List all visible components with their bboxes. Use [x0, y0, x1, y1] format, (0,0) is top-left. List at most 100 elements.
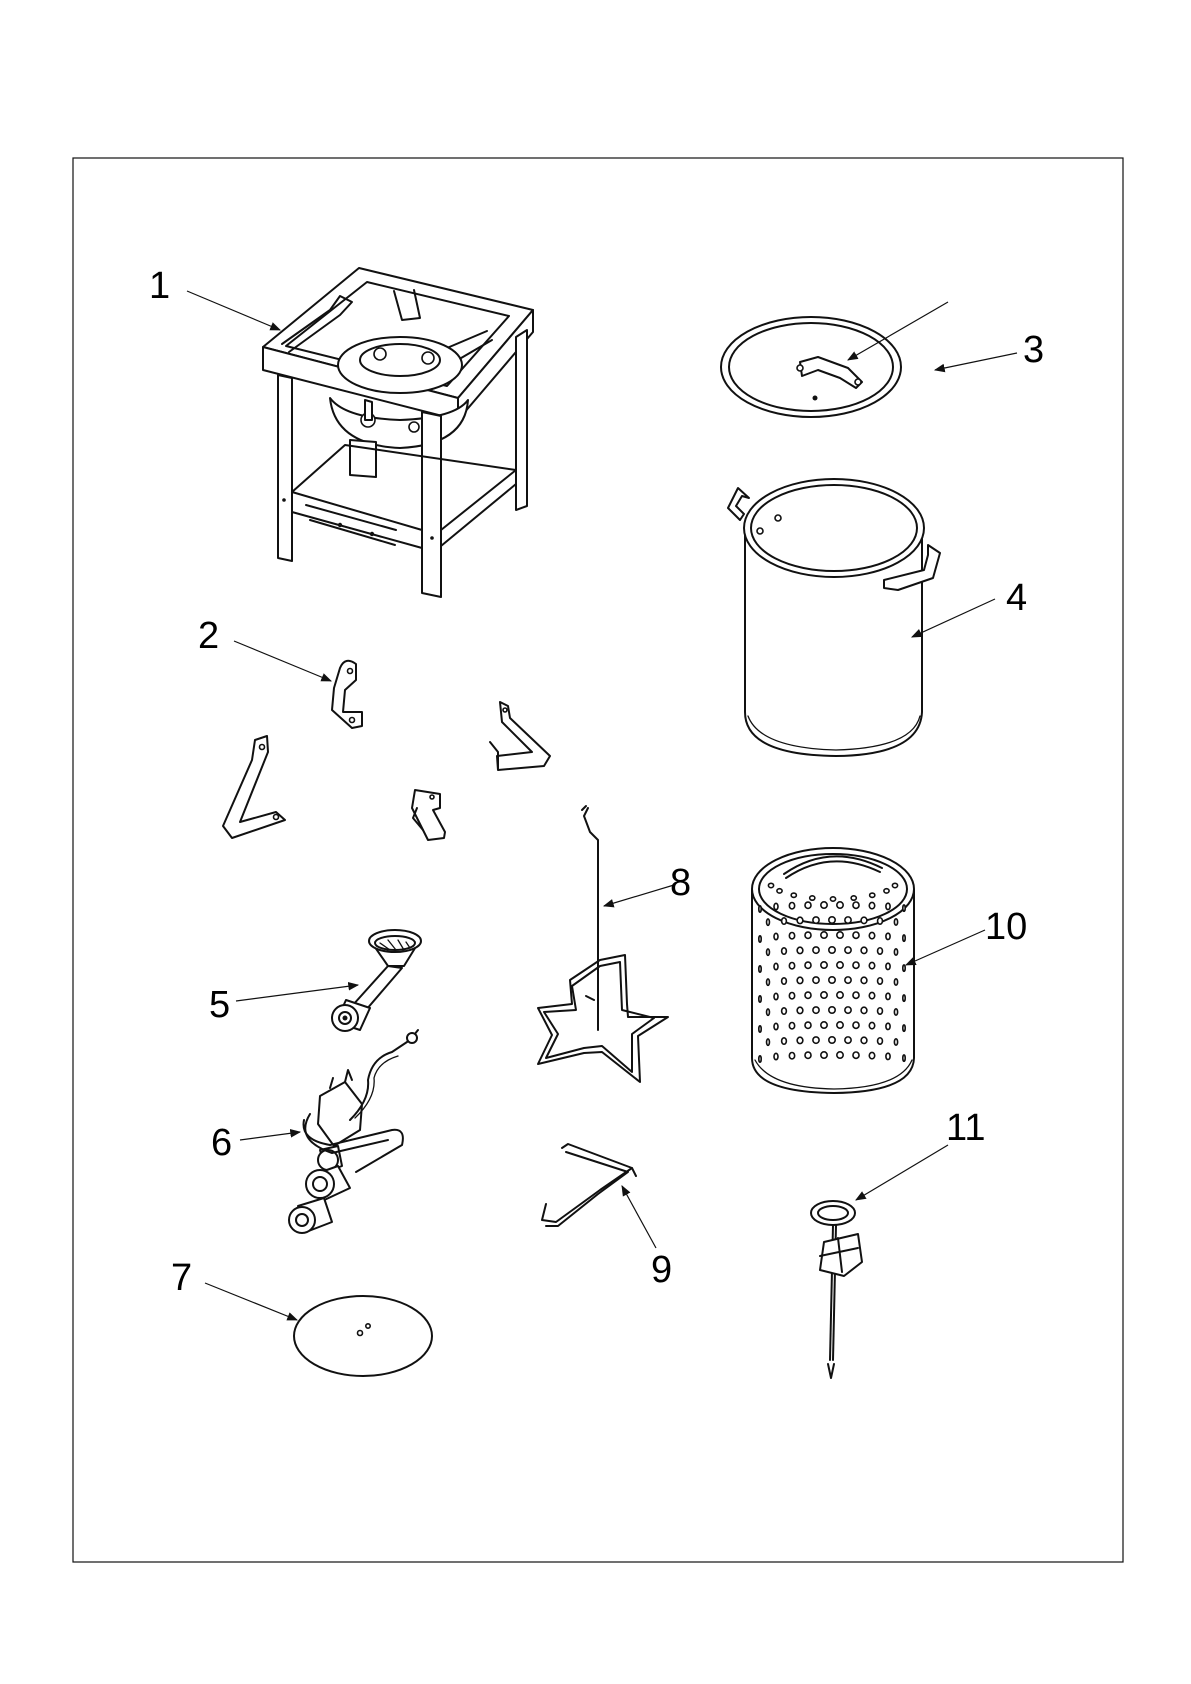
basket-hole	[829, 1037, 835, 1043]
callout-2: 2	[198, 615, 219, 657]
basket-hole	[884, 889, 889, 893]
basket-hole	[782, 918, 787, 924]
basket-hole	[903, 935, 905, 941]
basket-hole	[782, 1038, 787, 1044]
callout-11: 11	[946, 1107, 985, 1149]
basket-hole	[813, 947, 819, 953]
basket-hole	[767, 1039, 770, 1045]
basket-hole	[869, 932, 874, 938]
basket-hole	[813, 977, 819, 983]
basket-hole	[782, 978, 787, 984]
basket-hole	[878, 1038, 883, 1044]
part-8-poultry-rack	[538, 806, 668, 1082]
basket-hole	[837, 1052, 843, 1058]
basket-hole	[845, 1037, 851, 1043]
basket-hole	[759, 966, 761, 972]
callout-6: 6	[211, 1122, 232, 1164]
basket-hole	[813, 1037, 819, 1043]
part-11-thermometer	[811, 1201, 862, 1378]
basket-hole	[789, 992, 794, 998]
basket-hole	[789, 902, 794, 908]
basket-hole	[774, 1023, 778, 1029]
basket-hole	[903, 995, 905, 1001]
basket-hole	[845, 917, 851, 923]
basket-hole	[869, 1052, 874, 1058]
basket-hole	[869, 902, 874, 908]
basket-hole	[837, 932, 843, 938]
part-4-pot	[728, 479, 940, 756]
basket-hole	[878, 948, 883, 954]
basket-hole	[774, 993, 778, 999]
part-1-burner-stand	[263, 268, 533, 597]
basket-hole	[813, 917, 819, 923]
basket-hole	[878, 1008, 883, 1014]
basket-hole	[869, 992, 874, 998]
basket-hole	[789, 962, 794, 968]
basket-hole	[797, 977, 803, 983]
basket-hole	[805, 1052, 811, 1058]
basket-hole	[821, 1052, 827, 1058]
basket-hole	[894, 919, 897, 925]
basket-hole	[768, 883, 773, 887]
part-5-burner	[332, 930, 421, 1031]
basket-hole	[829, 947, 835, 953]
basket-hole	[782, 1008, 787, 1014]
basket-hole	[853, 902, 859, 908]
basket-hole	[789, 1022, 794, 1028]
basket-hole	[903, 1055, 905, 1061]
basket-hole	[894, 1039, 897, 1045]
part-7-disc	[294, 1296, 432, 1376]
callout-1: 1	[149, 265, 170, 307]
part-6-regulator-hose	[289, 1030, 418, 1233]
callout-3: 3	[1023, 329, 1044, 371]
part-9-lifting-hook	[542, 1144, 636, 1226]
basket-hole	[886, 903, 890, 909]
basket-hole	[878, 918, 883, 924]
basket-hole	[759, 936, 761, 942]
basket-hole	[821, 1022, 827, 1028]
basket-hole	[789, 1052, 794, 1058]
basket-hole	[829, 1007, 835, 1013]
basket-hole	[837, 962, 843, 968]
callout-4: 4	[1006, 577, 1027, 619]
basket-hole	[861, 917, 867, 923]
basket-hole	[797, 1007, 803, 1013]
basket-hole	[759, 906, 761, 912]
basket-hole	[805, 962, 811, 968]
basket-hole	[774, 963, 778, 969]
basket-hole	[805, 992, 811, 998]
basket-hole	[886, 1023, 890, 1029]
basket-hole	[805, 932, 811, 938]
basket-hole	[870, 893, 875, 897]
basket-hole	[767, 1009, 770, 1015]
basket-hole	[886, 993, 890, 999]
basket-hole	[829, 977, 835, 983]
basket-hole	[837, 1022, 843, 1028]
basket-hole	[869, 1022, 874, 1028]
basket-hole	[894, 979, 897, 985]
part-10-basket	[752, 848, 914, 1093]
basket-hole	[903, 965, 905, 971]
callout-8: 8	[670, 862, 691, 904]
basket-hole	[853, 992, 859, 998]
basket-hole	[797, 1037, 803, 1043]
basket-hole	[845, 1007, 851, 1013]
basket-hole	[789, 932, 794, 938]
basket-hole	[774, 933, 778, 939]
basket-hole	[861, 1007, 867, 1013]
basket-hole	[894, 949, 897, 955]
basket-hole	[830, 897, 835, 901]
basket-hole	[797, 947, 803, 953]
basket-hole	[886, 933, 890, 939]
basket-hole	[861, 947, 867, 953]
basket-hole	[869, 962, 874, 968]
basket-hole	[777, 889, 782, 893]
basket-hole	[767, 949, 770, 955]
basket-hole	[845, 947, 851, 953]
basket-hole	[813, 1007, 819, 1013]
basket-hole	[878, 978, 883, 984]
basket-hole	[861, 977, 867, 983]
basket-hole	[805, 1022, 811, 1028]
basket-hole	[853, 1022, 859, 1028]
